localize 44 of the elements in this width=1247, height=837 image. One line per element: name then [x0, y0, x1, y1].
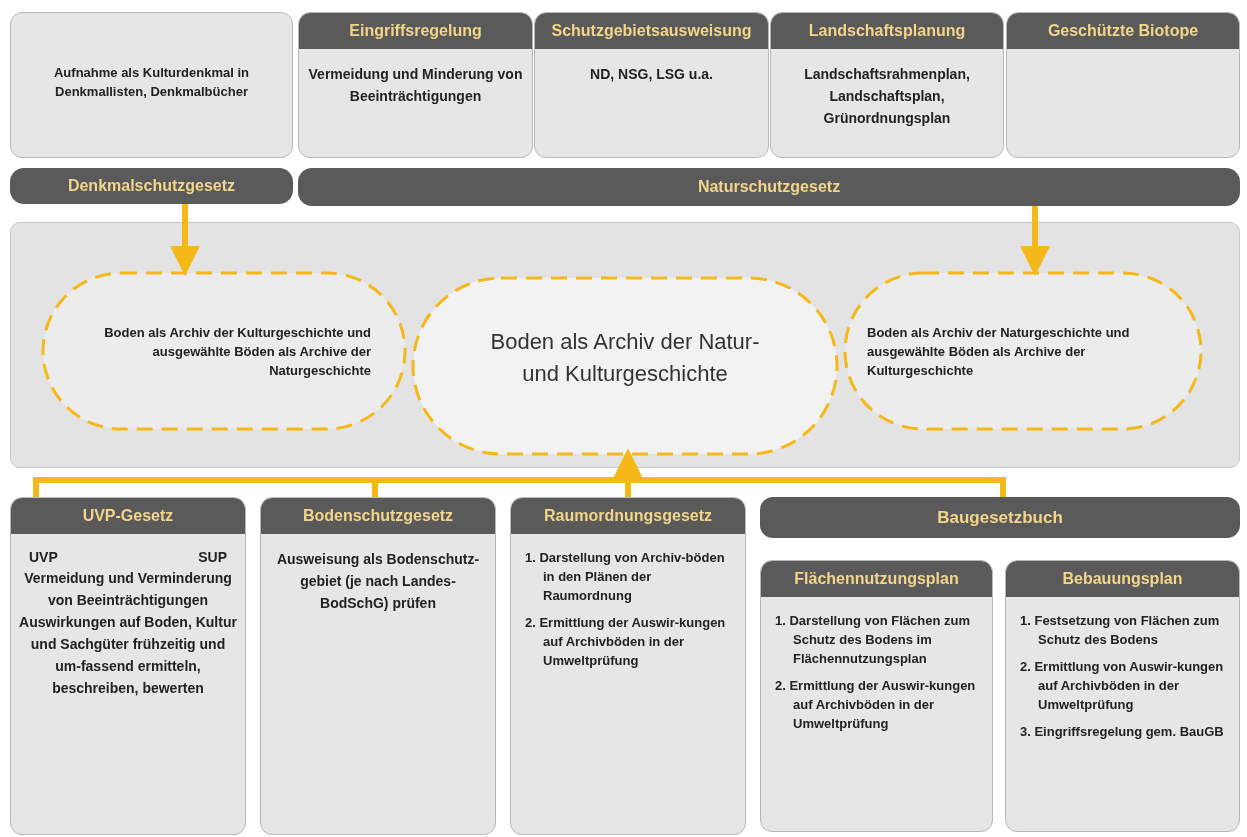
law-card	[260, 497, 496, 835]
arrow	[1020, 206, 1050, 276]
card-header: Geschützte Biotope	[1007, 13, 1239, 49]
description-text: Aufnahme als Kulturdenkmal in Denkmallisten, Denkmalbücher	[52, 64, 250, 101]
info-card	[10, 12, 293, 158]
list-item: 2. Ermittlung der Auswir-kungen auf Archivböden in der Umweltprüfung	[524, 614, 727, 670]
list-item: 1. Festsetzung von Flächen zum Schutz des Bodens	[1019, 612, 1221, 649]
card-header: Eingriffsregelung	[299, 13, 532, 49]
list-item: 1. Darstellung von Archiv-böden in den Plänen der Raumordnung	[524, 549, 726, 605]
law-card	[770, 12, 1004, 158]
list-item: 3. Eingriffsregelung gem. BauGB	[1019, 723, 1225, 741]
list-item: 2. Ermittlung von Auswir-kungen auf Archivböden in der Umweltprüfung	[1019, 658, 1225, 714]
law-card	[760, 560, 993, 832]
ellipse-text: Boden als Archiv der Kulturgeschichte und ausgewählte Böden als Archive der Naturgeschichte	[103, 324, 371, 380]
law-card	[298, 12, 533, 158]
description-text: Landschaftsrahmenplan, Landschaftsplan, Grünordnungsplan	[803, 65, 971, 128]
ellipse-text: Boden als Archiv der Natur- und Kulturgeschichte	[489, 328, 761, 388]
law-banner: Naturschutzgesetz	[298, 168, 1240, 206]
card-header: Baugesetzbuch	[760, 497, 1240, 538]
card-header: Bebauungsplan	[1006, 561, 1239, 597]
law-card	[10, 497, 246, 835]
description-text: Ausweisung als Bodenschutz-gebiet (je nach Landes-BodSchG) prüfen	[275, 550, 481, 613]
description-text: ND, NSG, LSG u.a.	[589, 65, 714, 84]
arrow	[613, 449, 1006, 497]
list-item: 2. Ermittlung der Auswir-kungen auf Archivböden in der Umweltprüfung	[774, 677, 977, 733]
card-header: UVP-Gesetz	[11, 498, 245, 534]
law-banner: Denkmalschutzgesetz	[10, 168, 293, 204]
ellipse-text: Boden als Archiv der Naturgeschichte und ausgewählte Böden als Archive der Kulturgeschichte	[867, 324, 1131, 380]
law-card	[1005, 560, 1240, 832]
card-header: Schutzgebietsausweisung	[535, 13, 768, 49]
panel-background	[10, 222, 1240, 468]
law-card	[1006, 12, 1240, 158]
law-card	[510, 497, 746, 835]
card-header: Flächennutzungsplan	[761, 561, 992, 597]
description-text: Vermeidung und Verminderung von Beeinträchtigungen Auswirkungen auf Boden, Kultur und Sachgüter frühzeitig und um-fassend ermitteln, beschreiben, bewerten	[19, 569, 237, 698]
arrow	[170, 204, 200, 276]
law-card	[534, 12, 769, 158]
abbreviation-label: SUP	[198, 548, 227, 567]
card-header: Raumordnungsgesetz	[511, 498, 745, 534]
list-item: 1. Darstellung von Flächen zum Schutz des Bodens im Flächennutzungsplan	[774, 612, 972, 668]
description-text: Vermeidung und Minderung von Beeinträchtigungen	[307, 65, 524, 106]
card-header: Bodenschutzgesetz	[261, 498, 495, 534]
card-header: Landschaftsplanung	[771, 13, 1003, 49]
abbreviation-label: UVP	[29, 548, 58, 567]
